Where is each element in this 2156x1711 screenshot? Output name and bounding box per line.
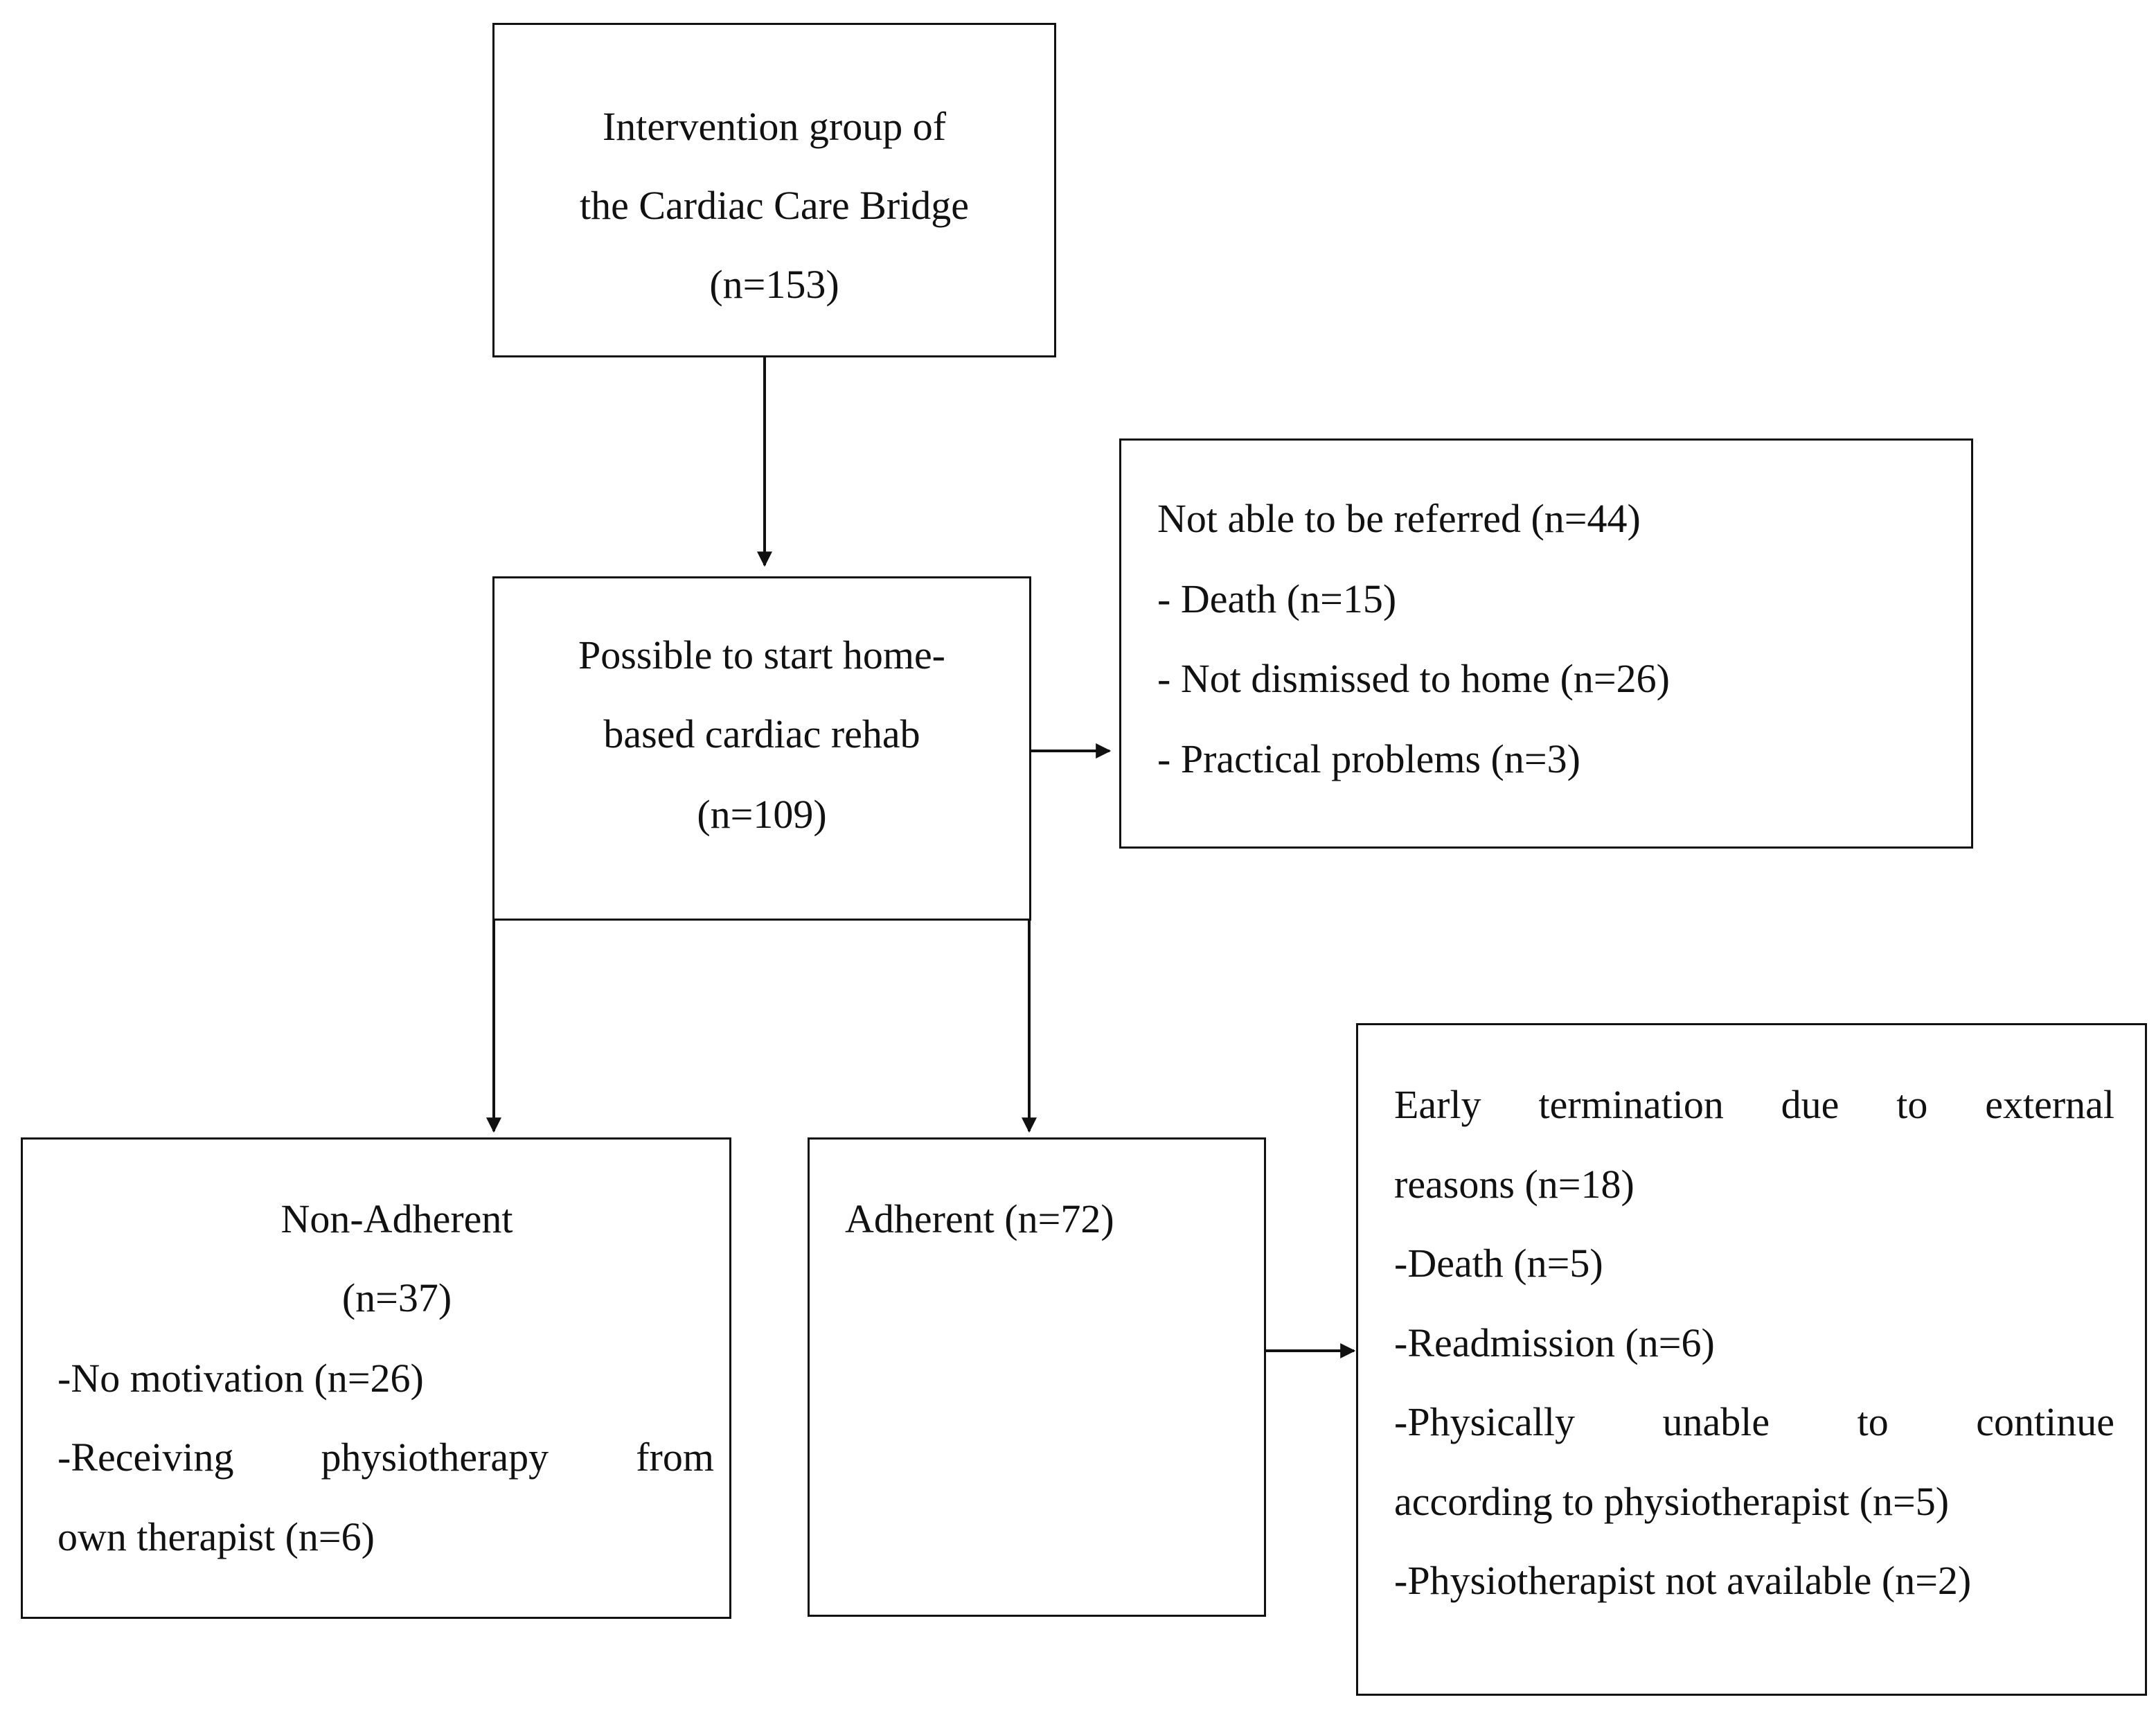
not-referred-item: - Practical problems (n=3) xyxy=(1157,736,1580,781)
early-termination-item: according to physiotherapist (n=5) xyxy=(1394,1479,1950,1524)
early-termination-line2: reasons (n=18) xyxy=(1394,1162,1634,1207)
early-termination-item: -Physiotherapist not available (n=2) xyxy=(1394,1558,1972,1603)
non-adherent-count: (n=37) xyxy=(341,1275,452,1320)
not-referred-item: - Not dismissed to home (n=26) xyxy=(1157,656,1670,701)
intervention-group-box: Intervention group of the Cardiac Care B… xyxy=(492,23,1056,357)
non-adherent-item: -No motivation (n=26) xyxy=(57,1356,424,1401)
home-rehab-box-line2: based cardiac rehab xyxy=(603,711,920,756)
non-adherent-item: -Receiving physiotherapy from xyxy=(57,1435,714,1480)
not-referred-title: Not able to be referred (n=44) xyxy=(1157,496,1641,541)
home-rehab-box-line1: Possible to start home- xyxy=(578,632,945,677)
early-termination-line1: Early termination due to external xyxy=(1394,1082,2114,1127)
non-adherent-box: Non-Adherent (n=37) -No motivation (n=26… xyxy=(21,1137,731,1619)
early-termination-item: -Readmission (n=6) xyxy=(1394,1320,1715,1365)
adherent-title: Adherent (n=72) xyxy=(845,1196,1114,1241)
non-adherent-title: Non-Adherent xyxy=(280,1196,513,1241)
adherent-box: Adherent (n=72) xyxy=(808,1137,1266,1617)
early-termination-item: -Death (n=5) xyxy=(1394,1241,1603,1286)
not-referred-box: Not able to be referred (n=44) - Death (… xyxy=(1119,438,1973,849)
home-rehab-box: Possible to start home- based cardiac re… xyxy=(492,576,1031,921)
non-adherent-item: own therapist (n=6) xyxy=(57,1514,375,1559)
intervention-box-line1: Intervention group of xyxy=(602,104,947,149)
early-termination-item: -Physically unable to continue xyxy=(1394,1399,2114,1444)
early-termination-box: Early termination due to external reason… xyxy=(1356,1023,2147,1696)
home-rehab-box-count: (n=109) xyxy=(697,792,827,837)
intervention-box-count: (n=153) xyxy=(709,262,839,307)
intervention-box-line2: the Cardiac Care Bridge xyxy=(579,183,970,228)
not-referred-item: - Death (n=15) xyxy=(1157,576,1397,621)
